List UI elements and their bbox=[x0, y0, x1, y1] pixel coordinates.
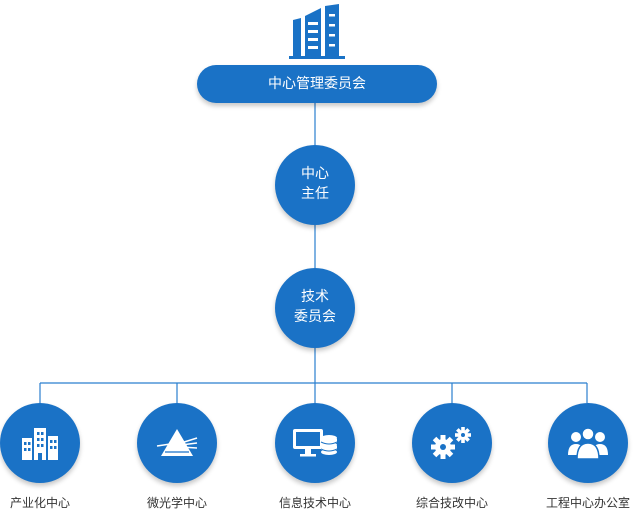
building-icon bbox=[289, 4, 345, 59]
dept-label-industrialization: 产业化中心 bbox=[9, 496, 70, 510]
dept-label-engineering-office: 工程中心办公室 bbox=[545, 496, 630, 510]
dept-node-information-tech bbox=[275, 403, 355, 483]
tech-committee-node: 技术 委员会 bbox=[275, 268, 355, 348]
dept-label-technical-renovation: 综合技改中心 bbox=[415, 496, 488, 510]
director-node: 中心 主任 bbox=[275, 145, 355, 225]
dept-node-technical-renovation bbox=[412, 403, 492, 483]
gears-icon bbox=[431, 427, 471, 459]
dept-node-micro-optics bbox=[137, 403, 217, 483]
dept-label-micro-optics: 微光学中心 bbox=[146, 496, 207, 510]
monitor-database-icon bbox=[293, 429, 338, 457]
office-buildings-icon bbox=[22, 428, 58, 460]
dept-label-information-tech: 信息技术中心 bbox=[278, 496, 351, 510]
director-line2: 主任 bbox=[301, 186, 329, 202]
prism-icon bbox=[156, 429, 198, 456]
director-line1: 中心 bbox=[301, 166, 329, 182]
management-committee-title: 中心管理委员会 bbox=[197, 65, 437, 103]
committee-line1: 技术 bbox=[301, 289, 329, 305]
dept-node-industrialization bbox=[0, 403, 80, 483]
people-group-icon bbox=[568, 427, 608, 460]
dept-node-engineering-office bbox=[548, 403, 628, 483]
committee-line2: 委员会 bbox=[294, 309, 336, 325]
